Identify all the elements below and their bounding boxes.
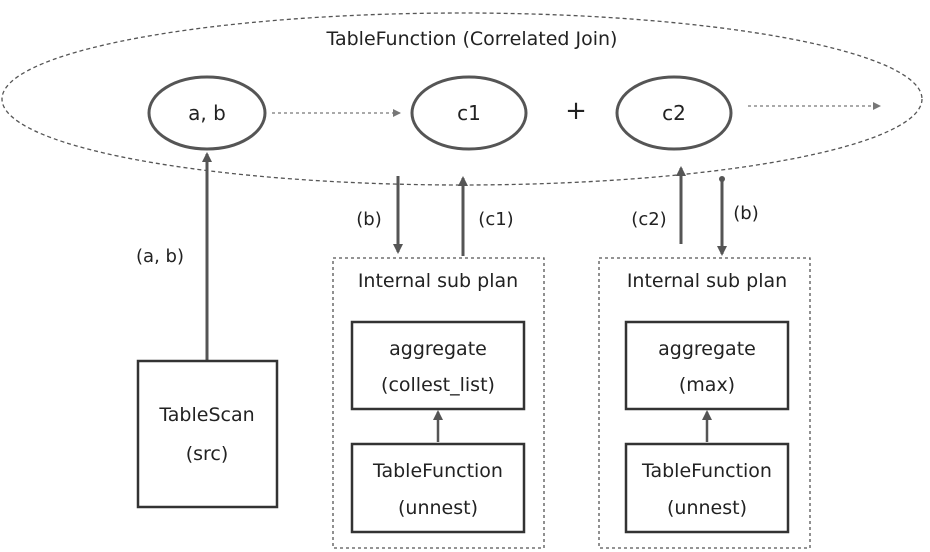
node-c1: c1 <box>410 75 528 151</box>
node-c2: c2 <box>615 75 733 151</box>
node-ab-label: a, b <box>188 101 226 125</box>
subplan-2-title: Internal sub plan <box>627 270 787 292</box>
subplan-1-aggregate-label: aggregate <box>389 338 487 360</box>
subplan-1-aggregate-box: aggregate (collest_list) <box>350 320 526 411</box>
edge-label-ab: (a, b) <box>136 246 184 267</box>
subplan-2-function-arg: (unnest) <box>667 497 747 519</box>
subplan-1-title: Internal sub plan <box>358 270 518 292</box>
plus-sign: + <box>565 96 587 126</box>
subplan-1-function-arg: (unnest) <box>398 497 478 519</box>
subplan-2-function-box: TableFunction (unnest) <box>624 442 790 534</box>
subplan-1-function-box: TableFunction (unnest) <box>350 442 526 534</box>
internal-sub-plan-2: Internal sub plan aggregate (max) TableF… <box>598 257 811 549</box>
edge-label-c1: (c1) <box>478 209 513 230</box>
subplan-1-function-label: TableFunction <box>372 460 503 482</box>
edge-label-b-1: (b) <box>356 209 381 230</box>
node-ab: a, b <box>147 75 267 151</box>
edge-label-b-2: (b) <box>733 203 758 224</box>
correlated-join-title: TableFunction (Correlated Join) <box>326 28 618 50</box>
subplan-2-function-label: TableFunction <box>641 460 772 482</box>
subplan-1-aggregate-func: (collest_list) <box>381 374 495 396</box>
subplan-2-aggregate-func: (max) <box>679 374 735 396</box>
tablescan-box: TableScan (src) <box>136 359 279 509</box>
correlated-join-group-outline <box>1 12 923 186</box>
tablescan-label: TableScan <box>158 404 254 426</box>
node-c1-label: c1 <box>457 101 481 125</box>
internal-sub-plan-1: Internal sub plan aggregate (collest_lis… <box>332 257 545 549</box>
tablescan-source: (src) <box>186 443 229 465</box>
subplan-2-aggregate-box: aggregate (max) <box>624 320 790 411</box>
node-c2-label: c2 <box>662 101 686 125</box>
edge-label-c2: (c2) <box>631 209 666 230</box>
subplan-2-aggregate-label: aggregate <box>658 338 756 360</box>
